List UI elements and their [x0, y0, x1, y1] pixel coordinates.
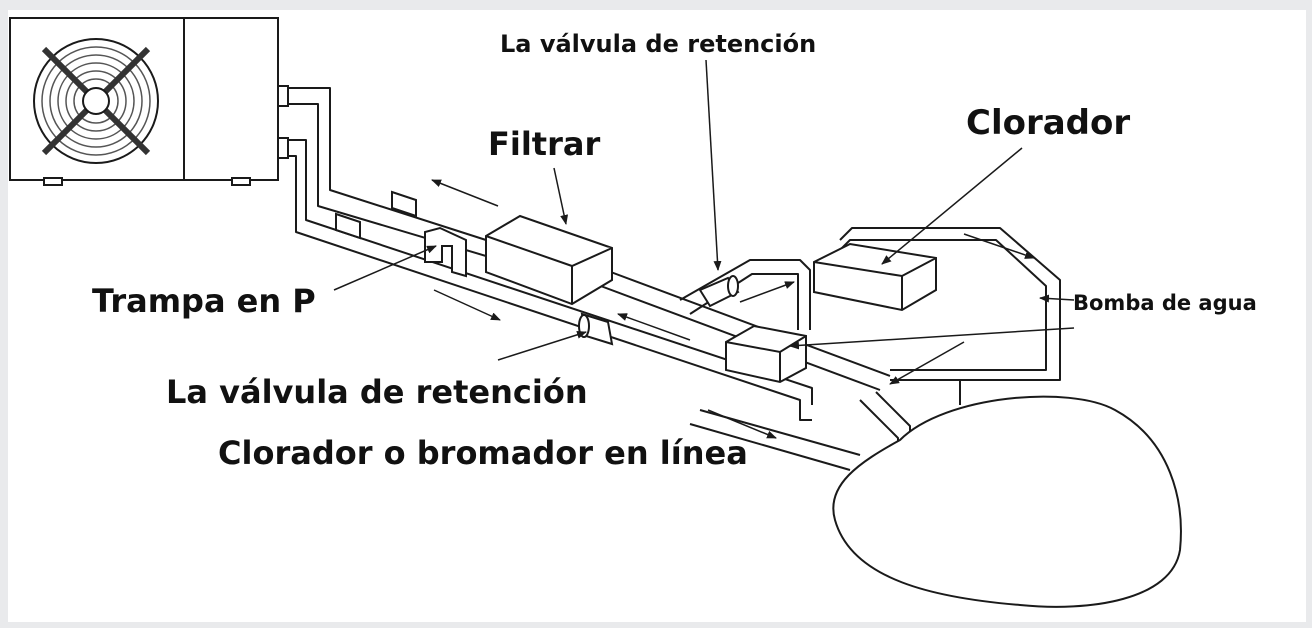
pipes — [288, 87, 1061, 471]
check-valve-top — [698, 275, 740, 308]
water-pump-box — [725, 324, 807, 384]
filter-box — [485, 214, 613, 306]
flow-arrows — [431, 179, 1035, 439]
label-check-valve-top: La válvula de retención — [500, 30, 816, 58]
chlorinator-box — [813, 242, 937, 312]
heat-pump-unit — [9, 17, 289, 186]
label-check-valve-bottom: La válvula de retención — [166, 373, 588, 411]
p-trap — [424, 226, 467, 278]
pool — [832, 395, 1182, 608]
label-inline-chlorinator: Clorador o bromador en línea — [218, 434, 748, 472]
label-p-trap: Trampa en P — [92, 282, 316, 320]
label-filter: Filtrar — [488, 125, 600, 163]
label-water-pump: Bomba de agua — [1073, 291, 1257, 315]
leader-lines — [333, 59, 1075, 361]
fan-icon — [33, 38, 159, 164]
pipe-fittings — [335, 190, 417, 240]
label-chlorinator: Clorador — [966, 103, 1130, 143]
